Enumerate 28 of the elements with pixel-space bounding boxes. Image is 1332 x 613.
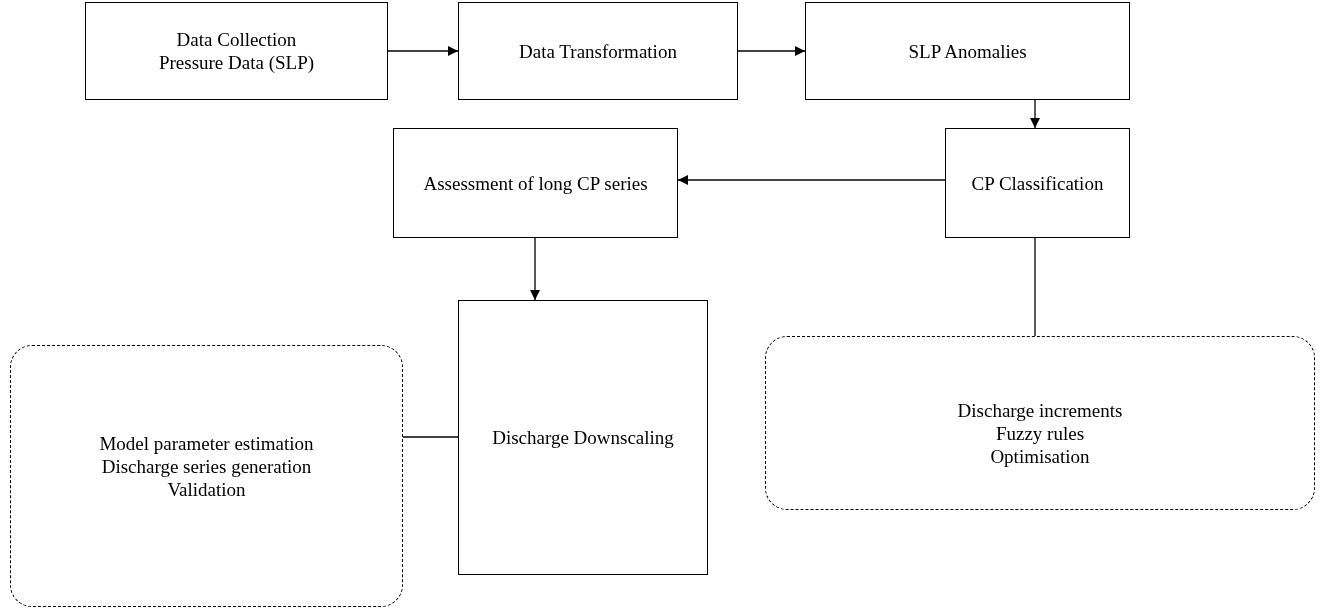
dashed-note-box [10,345,403,607]
process-box [458,2,738,100]
box-label: CP Classification [971,171,1104,195]
box-label: Optimisation [989,444,1091,468]
box-label: Discharge series generation [100,454,313,478]
box-label: Fuzzy rules [994,421,1086,445]
box-label: Data Collection [175,28,298,51]
arrow [737,46,806,56]
box-label: Validation [166,477,247,501]
process-box [393,128,678,238]
arrow [677,175,946,185]
box-label: Pressure Data (SLP) [158,51,315,74]
box-label: Assessment of long CP series [423,171,648,195]
connector-line [1034,237,1036,337]
box-label: Discharge increments [957,398,1123,422]
process-box [805,2,1130,100]
box-label: Model parameter estimation [99,431,314,455]
process-box [458,300,708,575]
box-label: Discharge Downscaling [492,426,674,449]
connector-line [402,436,459,438]
box-label: SLP Anomalies [908,39,1027,63]
box-label: Data Transformation [519,39,677,63]
process-box [85,2,388,100]
arrow [530,237,540,301]
arrow [387,46,459,56]
process-box [945,128,1130,238]
arrow [1030,99,1040,129]
dashed-note-box [765,336,1315,510]
